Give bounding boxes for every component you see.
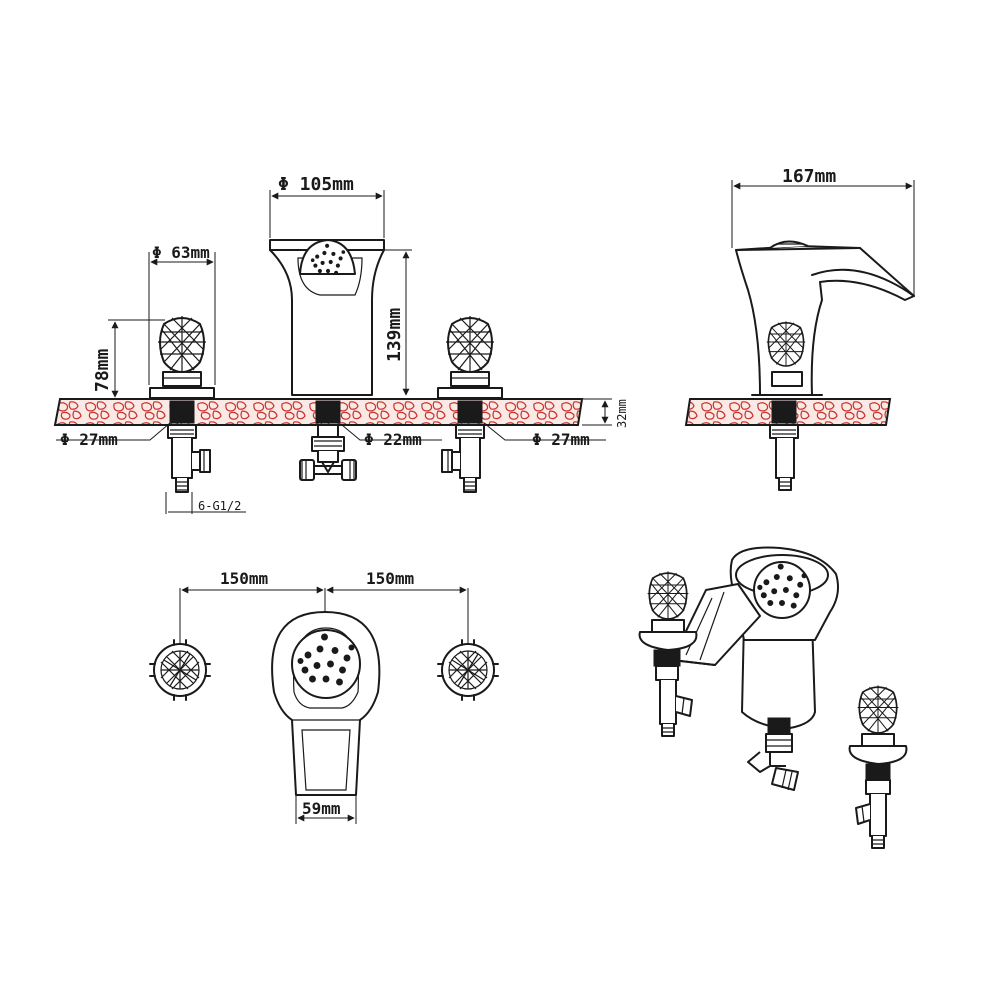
center-shank-diameter-label: Φ 22mm <box>364 430 422 449</box>
front-view: Φ 105mm Φ 63mm 139mm 78mm Φ 27mm Φ 22mm … <box>53 174 606 514</box>
side-view: 167mm 32mm <box>582 166 915 491</box>
top-view: 150mm 150mm 59mm <box>149 569 499 824</box>
spout-diameter-label: Φ 105mm <box>278 174 354 195</box>
thread-size-label: 6-G1/2 <box>198 499 241 513</box>
top-left-handle <box>149 639 211 701</box>
right-shank-diameter-label: Φ 27mm <box>532 430 590 449</box>
handle-height-label: 78mm <box>92 348 113 392</box>
left-spacing-label: 150mm <box>220 569 269 588</box>
side-spout-body <box>735 245 915 396</box>
deck-thickness-label: 32mm <box>615 399 629 428</box>
spout-depth-label: 167mm <box>782 166 836 187</box>
isometric-view <box>638 546 908 849</box>
right-spacing-label: 150mm <box>366 569 415 588</box>
handle-diameter-label: Φ 63mm <box>152 243 210 262</box>
top-right-handle <box>437 639 499 701</box>
left-shank-diameter-label: Φ 27mm <box>60 430 118 449</box>
spout-height-label: 139mm <box>384 308 405 362</box>
spout-body <box>269 249 385 396</box>
spout-width-label: 59mm <box>302 799 341 818</box>
